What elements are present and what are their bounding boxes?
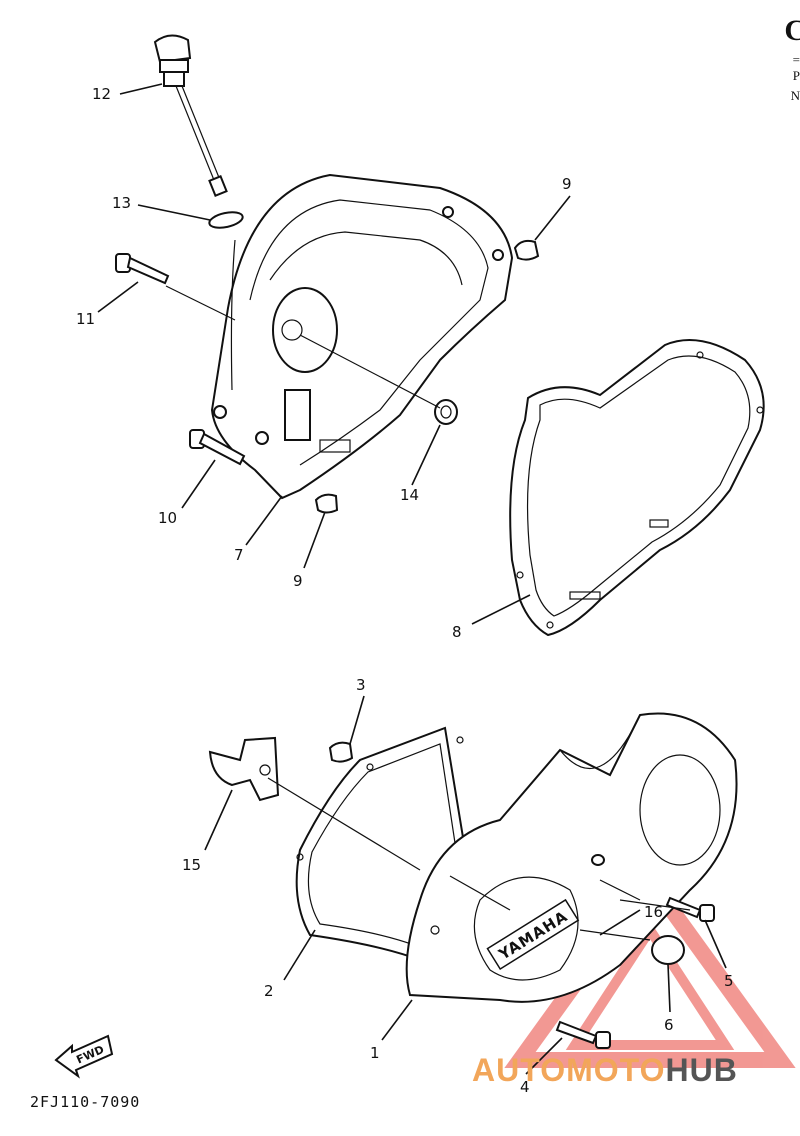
callout-1: 1 <box>370 1044 380 1062</box>
callout-3: 3 <box>356 676 366 694</box>
callout-10: 10 <box>158 509 177 527</box>
watermark-auto: AUTO <box>472 1052 567 1088</box>
dowel-pin-lower-part <box>314 493 339 514</box>
bolt-5-part <box>665 896 715 922</box>
oil-seal-part <box>434 399 458 425</box>
callout-labels: 12 13 11 9 14 10 7 9 8 3 15 2 16 1 5 6 4 <box>76 85 734 1096</box>
watermark-moto: MOTO <box>566 1052 666 1088</box>
callout-9-upper: 9 <box>562 175 572 193</box>
bolt-10-part <box>189 429 246 466</box>
callout-4: 4 <box>520 1078 530 1096</box>
bolt-11-part <box>115 253 170 285</box>
crankcase-cover-part <box>210 173 514 500</box>
diagram-code: 2FJ110-7090 <box>30 1093 141 1111</box>
callout-6: 6 <box>664 1016 674 1034</box>
crankcase-gasket-part <box>509 339 765 637</box>
page-title-fragment: C <box>784 14 800 47</box>
fwd-arrow-icon: FWD <box>54 1034 114 1079</box>
callout-14: 14 <box>400 486 419 504</box>
bracket-part <box>208 736 280 802</box>
callout-16: 16 <box>644 903 663 921</box>
watermark-hub: HUB <box>665 1052 738 1088</box>
callout-8: 8 <box>452 623 462 641</box>
callout-2: 2 <box>264 982 274 1000</box>
cap-part <box>651 935 685 965</box>
callout-9-lower: 9 <box>293 572 303 590</box>
callout-11: 11 <box>76 310 95 328</box>
callout-15: 15 <box>182 856 201 874</box>
callout-13: 13 <box>112 194 131 212</box>
plug-part <box>328 741 354 763</box>
callout-12: 12 <box>92 85 111 103</box>
dipstick-part <box>153 34 228 197</box>
leader-lines <box>97 83 727 1075</box>
o-ring-part <box>208 211 244 229</box>
callout-5: 5 <box>724 972 734 990</box>
dowel-pin-upper-part <box>513 239 540 261</box>
bolt-4-part <box>555 1020 611 1049</box>
header-line-1: = <box>792 52 800 67</box>
callout-7: 7 <box>234 546 244 564</box>
assembly-lines <box>165 285 691 941</box>
header-line-3: N <box>790 88 800 103</box>
watermark-text: AUTOMOTOHUB <box>472 1052 738 1089</box>
pin-16-part <box>591 854 641 901</box>
header-line-2: P <box>792 68 800 83</box>
crankcase-cover-lower-part <box>405 712 738 1003</box>
